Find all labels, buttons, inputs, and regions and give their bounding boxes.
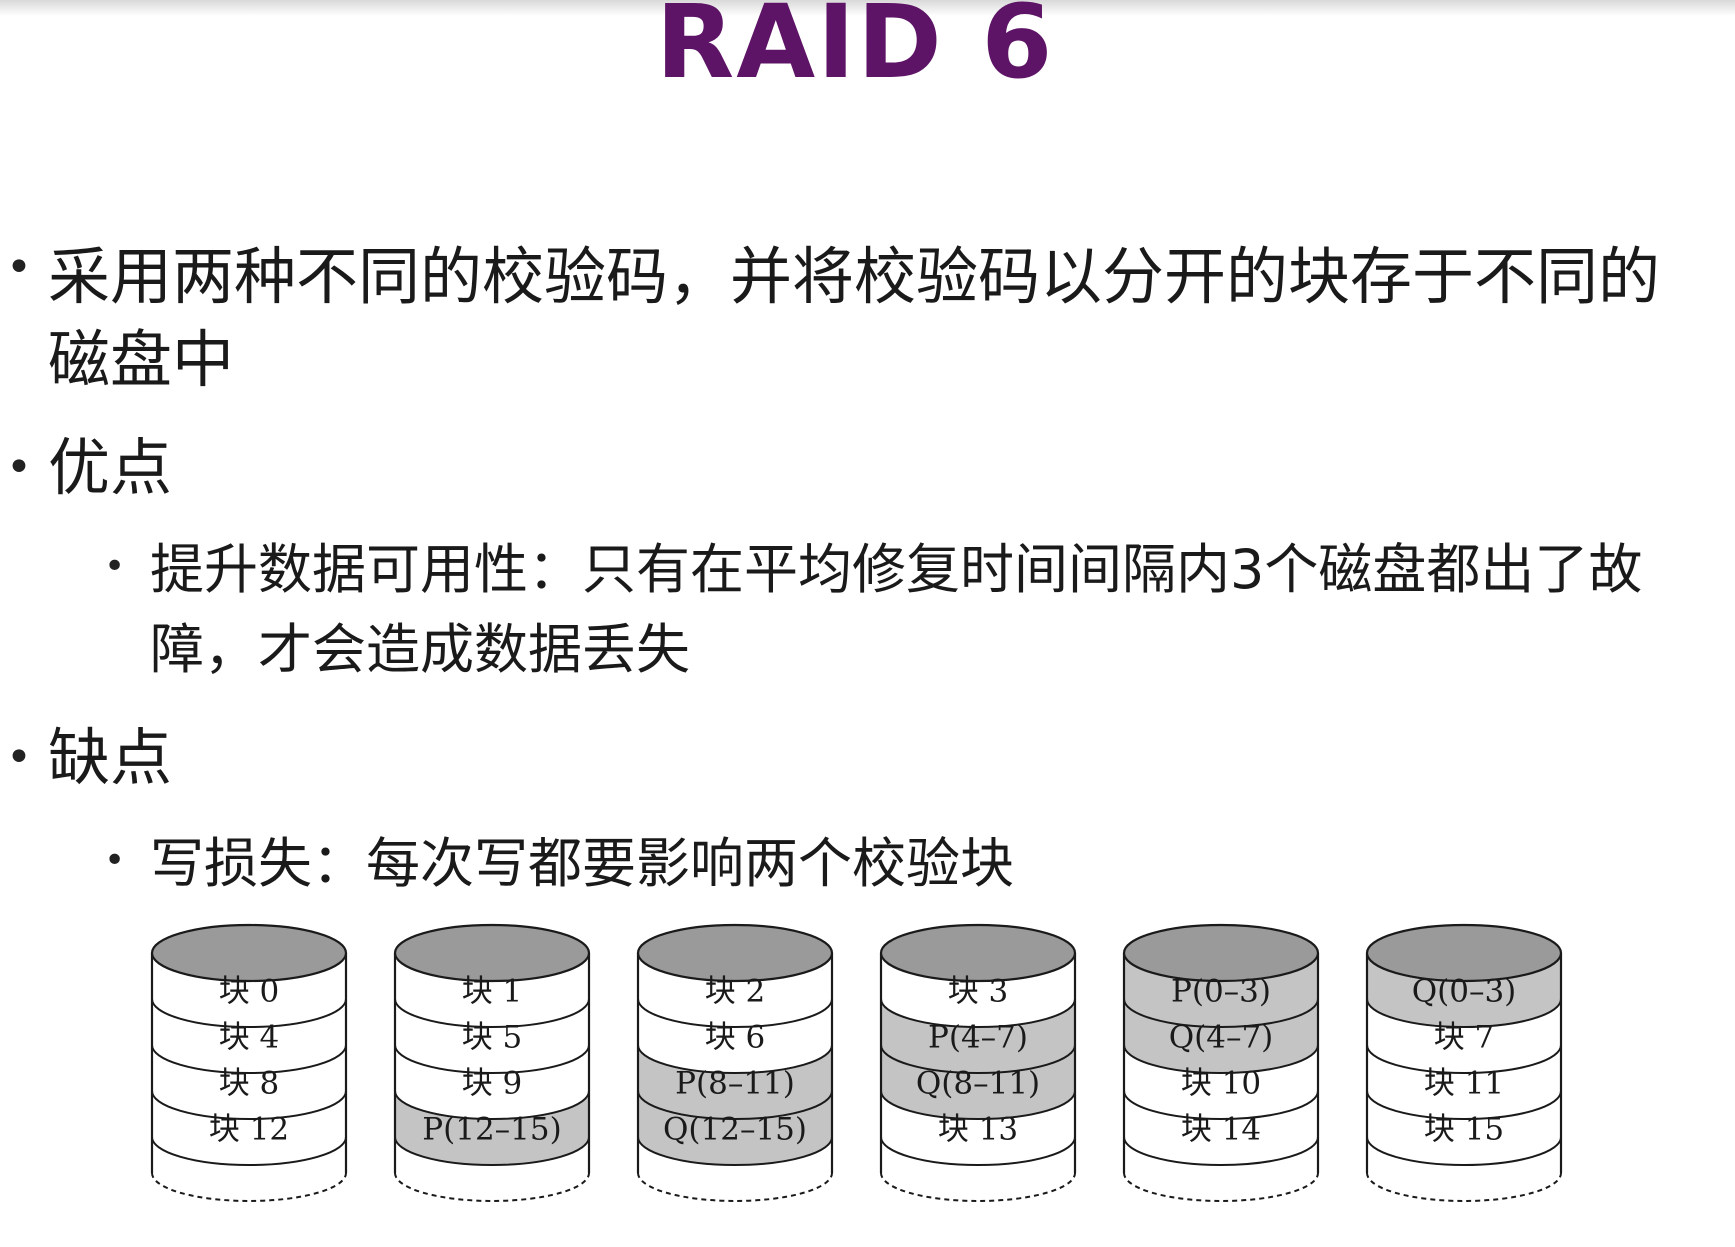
row-separator bbox=[394, 998, 590, 1028]
data-block-label: 块 8 bbox=[219, 1066, 280, 1102]
advantage-line-1: 提升数据可用性：只有在平均修复时间间隔内3个磁盘都出了故 bbox=[150, 538, 1643, 601]
disk-bottom-edge bbox=[394, 1172, 590, 1202]
disk-top bbox=[636, 923, 834, 983]
disk-5: Q(0–3) 块 7 块 11 块 15 bbox=[1365, 923, 1563, 1202]
data-block-label: 块 13 bbox=[938, 1112, 1018, 1148]
parity-block-label: P(0–3) bbox=[1171, 974, 1271, 1010]
sub-bullet-dot: • bbox=[104, 546, 126, 587]
data-block-label: 块 5 bbox=[462, 1020, 523, 1056]
data-block-label: 块 1 bbox=[462, 974, 523, 1010]
row-separator bbox=[1123, 1044, 1319, 1074]
disk-bottom-edge bbox=[880, 1172, 1076, 1202]
row-separator bbox=[637, 1136, 833, 1166]
disk-3: 块 3 P(4–7) Q(8–11) 块 13 bbox=[879, 923, 1077, 1202]
row-separator bbox=[394, 1044, 590, 1074]
parity-block-label: Q(8–11) bbox=[916, 1066, 1040, 1102]
disk-body bbox=[152, 953, 346, 1173]
disk-top bbox=[879, 923, 1077, 983]
parity-cell-fill bbox=[638, 1091, 832, 1165]
data-block-label: 块 6 bbox=[705, 1020, 766, 1056]
data-block-label: 块 15 bbox=[1424, 1112, 1504, 1148]
parity-cell-fill bbox=[1124, 999, 1318, 1073]
disadvantage-line-1: 写损失：每次写都要影响两个校验块 bbox=[150, 832, 1014, 895]
parity-cell-fill bbox=[881, 999, 1075, 1073]
disk-bottom-edge bbox=[1366, 1172, 1562, 1202]
row-separator bbox=[1366, 1136, 1562, 1166]
slide-title: RAID 6 bbox=[655, 0, 1055, 102]
disk-top bbox=[1365, 923, 1563, 983]
disk-bottom-edge bbox=[151, 1172, 347, 1202]
bullet-dot: • bbox=[6, 732, 32, 783]
row-separator bbox=[880, 1090, 1076, 1120]
disk-bottom-edge bbox=[637, 1172, 833, 1202]
row-separator bbox=[151, 1044, 347, 1074]
parity-cell-fill bbox=[395, 1091, 589, 1165]
disk-0: 块 0 块 4 块 8 块 12 bbox=[150, 923, 348, 1202]
row-separator bbox=[1123, 1090, 1319, 1120]
row-separator bbox=[637, 1044, 833, 1074]
parity-cell-fill bbox=[638, 1045, 832, 1119]
data-block-label: 块 12 bbox=[209, 1112, 289, 1148]
row-separator bbox=[880, 1044, 1076, 1074]
parity-block-label: P(8–11) bbox=[675, 1066, 795, 1102]
parity-block-label: P(4–7) bbox=[928, 1020, 1028, 1056]
data-block-label: 块 2 bbox=[705, 974, 766, 1010]
parity-block-label: Q(0–3) bbox=[1412, 974, 1517, 1010]
parity-block-label: Q(4–7) bbox=[1169, 1020, 1274, 1056]
disk-1: 块 1 块 5 块 9 P(12–15) bbox=[393, 923, 591, 1202]
sub-bullet-dot: • bbox=[104, 840, 126, 881]
row-separator bbox=[1366, 1044, 1562, 1074]
parity-block-label: P(12–15) bbox=[422, 1112, 561, 1148]
data-block-label: 块 4 bbox=[219, 1020, 280, 1056]
row-separator bbox=[394, 1090, 590, 1120]
row-separator bbox=[1123, 1136, 1319, 1166]
row-separator bbox=[637, 998, 833, 1028]
parity-cell-fill bbox=[1367, 953, 1561, 1027]
top-edge-shade bbox=[0, 0, 1735, 16]
bullet-disadvantages: 缺点 bbox=[48, 721, 173, 794]
bullet-1-line-2: 磁盘中 bbox=[48, 323, 235, 396]
bullet-dot: • bbox=[6, 442, 32, 493]
row-separator bbox=[1366, 1090, 1562, 1120]
disk-2: 块 2 块 6 P(8–11) Q(12–15) bbox=[636, 923, 834, 1202]
row-separator bbox=[1366, 998, 1562, 1028]
row-separator bbox=[880, 998, 1076, 1028]
parity-cell-fill bbox=[881, 1045, 1075, 1119]
disk-top bbox=[1122, 923, 1320, 983]
data-block-label: 块 7 bbox=[1434, 1020, 1495, 1056]
row-separator bbox=[880, 1136, 1076, 1166]
data-block-label: 块 3 bbox=[948, 974, 1009, 1010]
parity-block-label: Q(12–15) bbox=[663, 1112, 807, 1148]
disk-top bbox=[150, 923, 348, 983]
raid6-disk-diagram: 块 0 块 4 块 8 块 12 块 1 块 5 块 9 P(12–15) 块 2 块 6 P(8–… bbox=[150, 923, 1563, 1202]
row-separator bbox=[151, 1136, 347, 1166]
row-separator bbox=[1123, 998, 1319, 1028]
disk-4: P(0–3) Q(4–7) 块 10 块 14 bbox=[1122, 923, 1320, 1202]
bullet-dot: • bbox=[6, 242, 32, 293]
disk-bottom-edge bbox=[1123, 1172, 1319, 1202]
row-separator bbox=[637, 1090, 833, 1120]
row-separator bbox=[151, 1090, 347, 1120]
disk-top bbox=[393, 923, 591, 983]
bullet-1-line-1: 采用两种不同的校验码，并将校验码以分开的块存于不同的 bbox=[48, 240, 1661, 313]
data-block-label: 块 0 bbox=[219, 974, 280, 1010]
row-separator bbox=[151, 998, 347, 1028]
parity-cell-fill bbox=[1124, 953, 1318, 1027]
advantage-line-2: 障，才会造成数据丢失 bbox=[150, 618, 690, 681]
row-separator bbox=[394, 1136, 590, 1166]
bullet-advantages: 优点 bbox=[48, 431, 173, 504]
data-block-label: 块 11 bbox=[1424, 1066, 1504, 1102]
data-block-label: 块 10 bbox=[1181, 1066, 1261, 1102]
data-block-label: 块 14 bbox=[1181, 1112, 1261, 1148]
data-block-label: 块 9 bbox=[462, 1066, 523, 1102]
